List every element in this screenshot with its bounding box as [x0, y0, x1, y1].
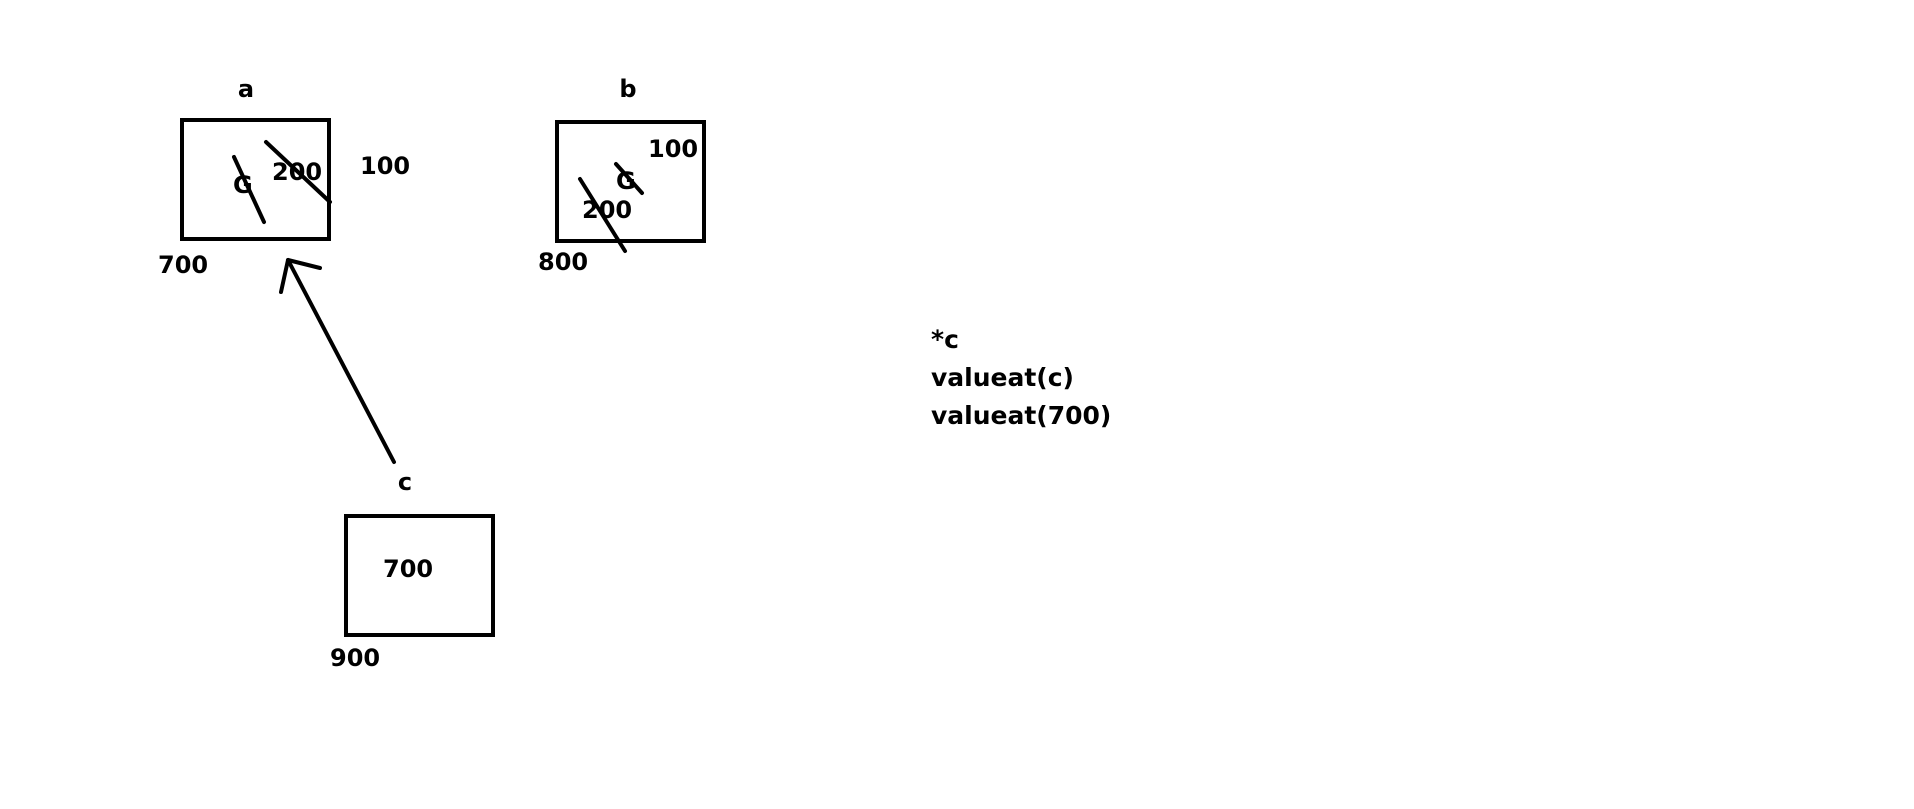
variable-b-name: b	[619, 75, 636, 103]
notes: *c valueat(c) valueat(700)	[931, 325, 1111, 430]
variable-a: a G 200 100 700	[158, 75, 410, 279]
variable-a-old-value: G	[233, 171, 253, 199]
variable-a-address: 700	[158, 251, 208, 279]
variable-b: b 100 G 200 800	[538, 75, 706, 276]
variable-c: c 700 900	[330, 468, 495, 672]
variable-a-side-value: 100	[360, 152, 410, 180]
variable-b-old-value: G	[616, 167, 636, 195]
note-line-1: *c	[931, 325, 959, 354]
variable-c-name: c	[398, 468, 412, 496]
variable-b-address: 800	[538, 248, 588, 276]
variable-b-value: 100	[648, 135, 698, 163]
strike-mark	[578, 177, 627, 253]
note-line-3: valueat(700)	[931, 401, 1111, 430]
variable-b-box	[555, 120, 706, 243]
strike-mark	[264, 140, 332, 204]
pointer-arrow	[279, 258, 396, 464]
pointer-arrow-shaft	[286, 258, 396, 464]
variable-c-value: 700	[383, 555, 433, 583]
pointer-arrow-head	[279, 258, 322, 294]
variable-a-box	[180, 118, 331, 241]
variable-c-address: 900	[330, 644, 380, 672]
note-line-2: valueat(c)	[931, 363, 1074, 392]
strike-mark	[232, 155, 266, 224]
strike-mark	[614, 162, 644, 195]
variable-a-name: a	[238, 75, 254, 103]
variable-c-box	[344, 514, 495, 637]
